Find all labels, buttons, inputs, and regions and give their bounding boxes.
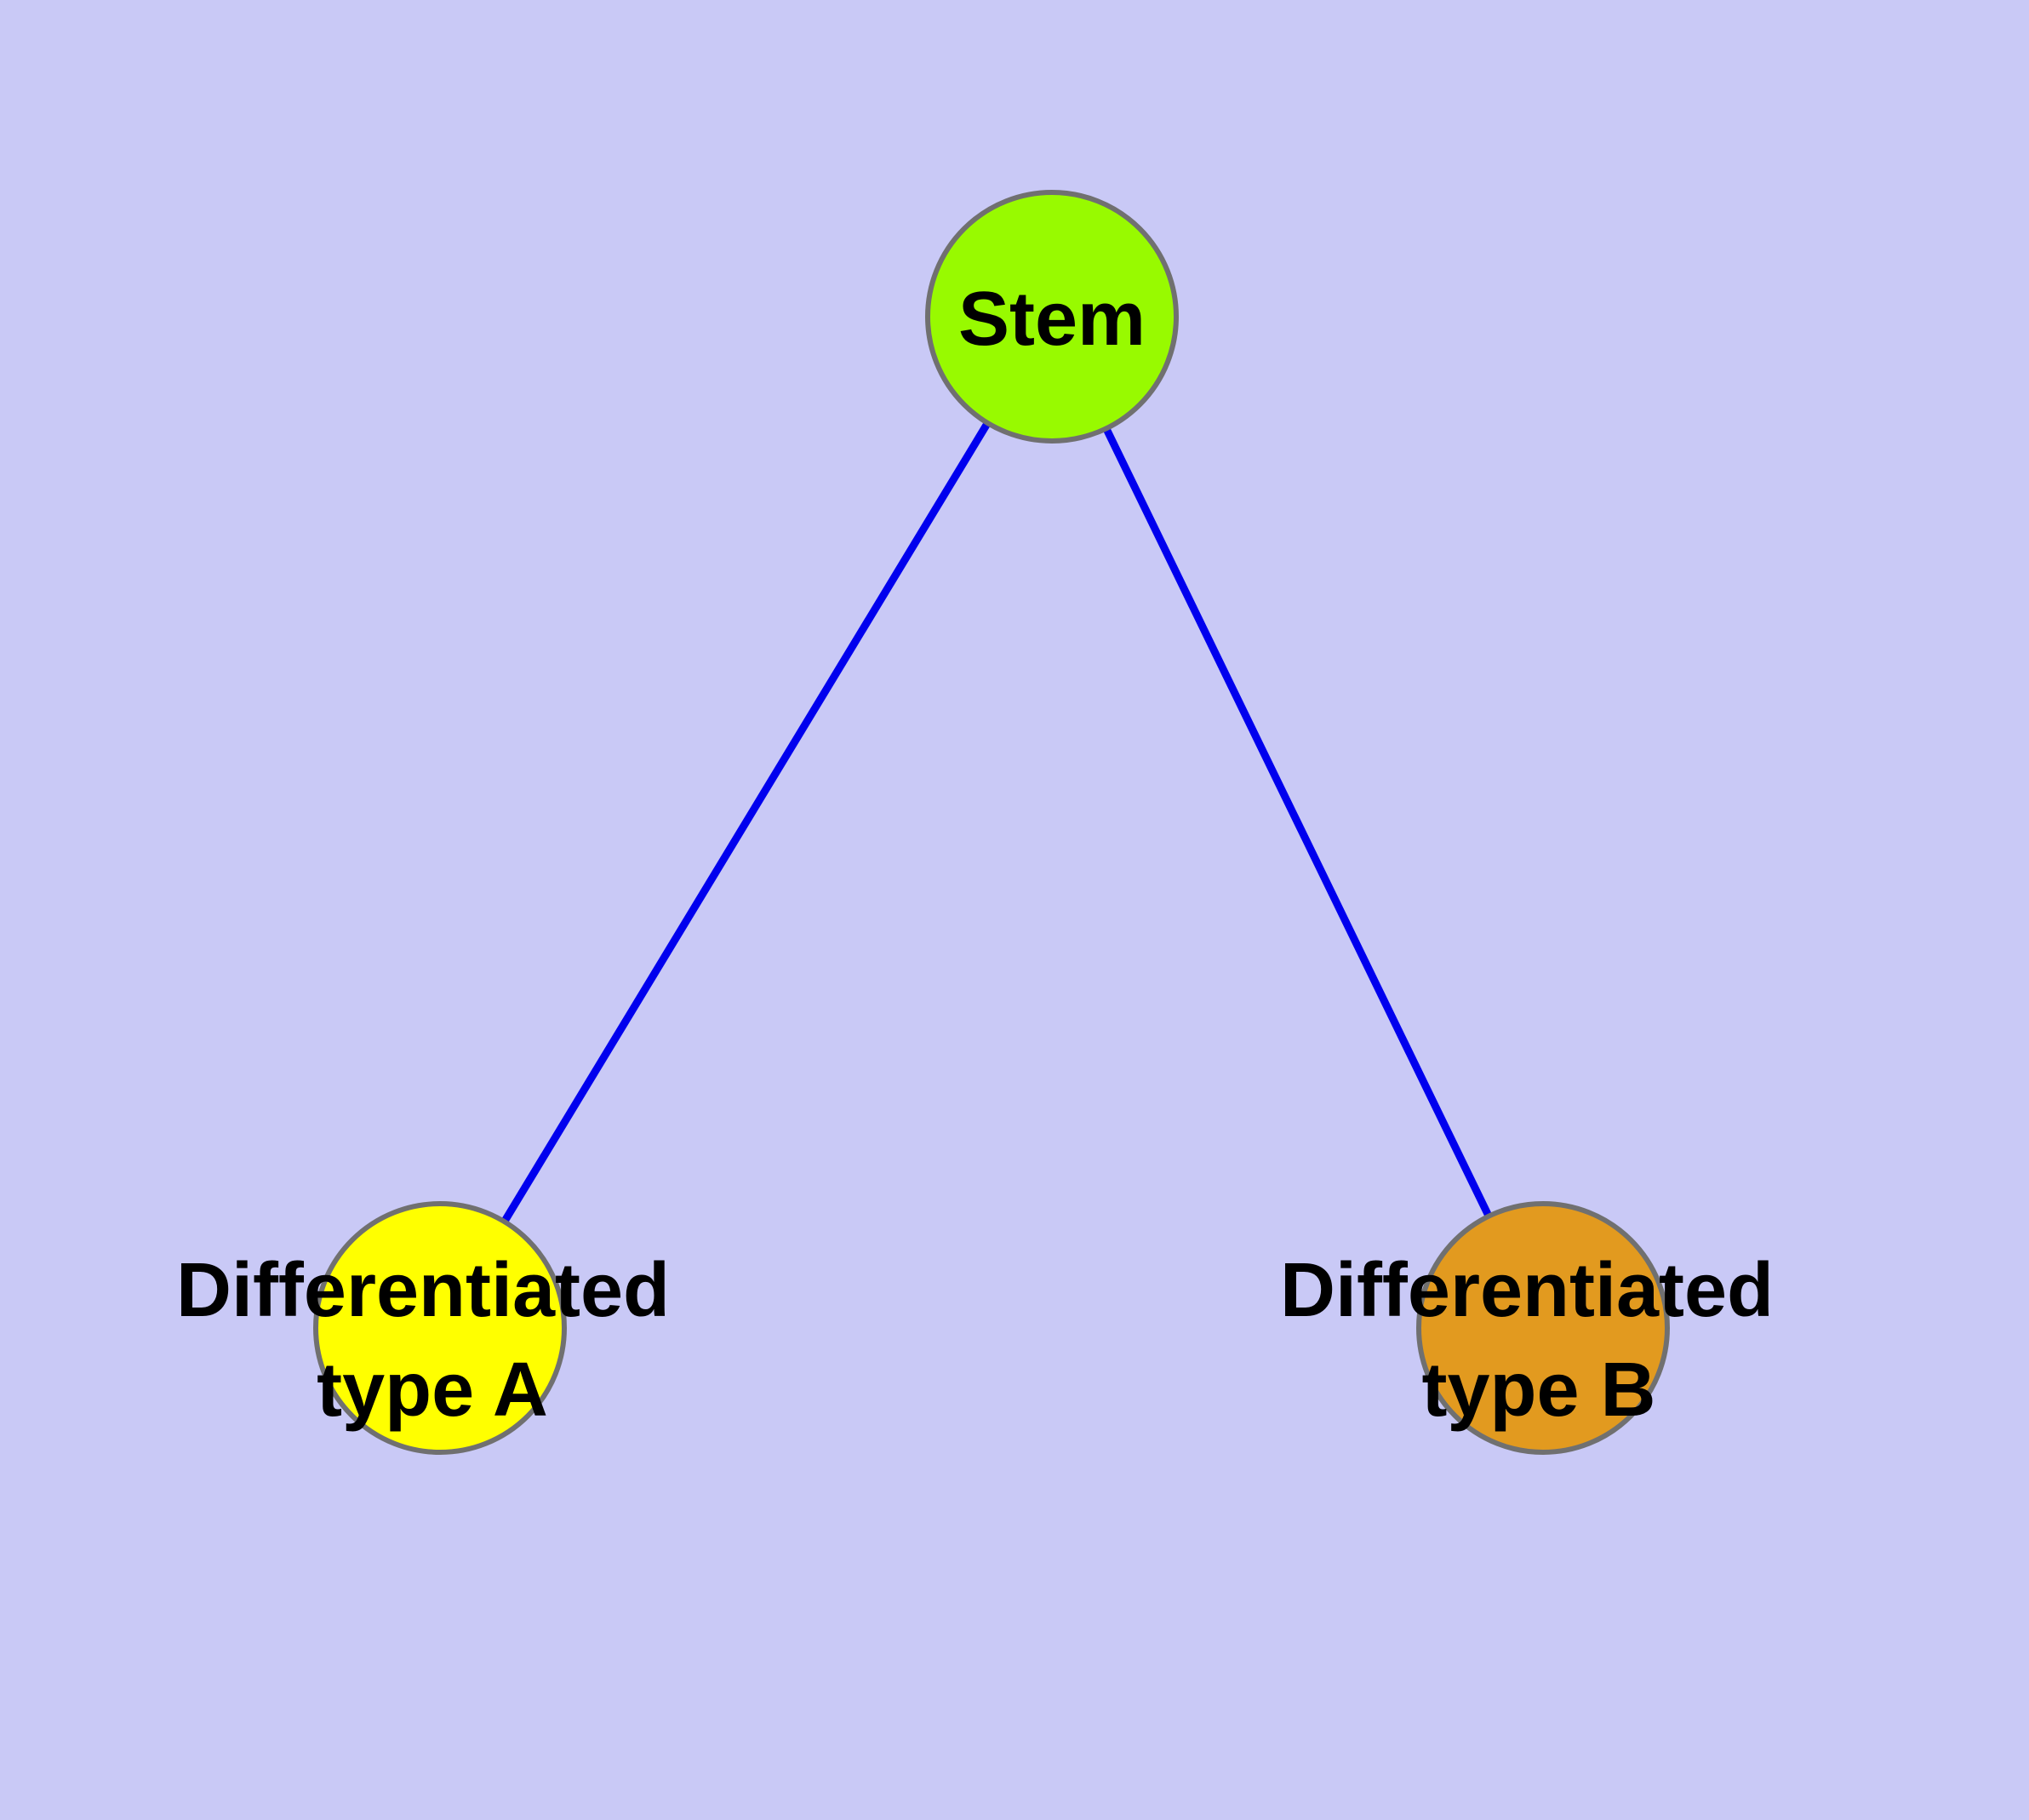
node-stem-label: Stem: [958, 277, 1146, 362]
node-type-a-label-line2: type A: [317, 1348, 548, 1433]
edge-stem-to-type-b: [1048, 315, 1547, 1330]
node-type-b-label-line1: Differentiated: [1280, 1248, 1774, 1333]
node-type-b-circle: [1416, 1201, 1670, 1455]
node-type-a-circle: [313, 1201, 567, 1455]
node-type-b-label-line2: type B: [1421, 1348, 1655, 1433]
node-type-a-label-line1: Differentiated: [176, 1248, 670, 1333]
edge-stem-to-type-a: [437, 314, 1055, 1331]
node-stem-circle: [925, 190, 1179, 444]
